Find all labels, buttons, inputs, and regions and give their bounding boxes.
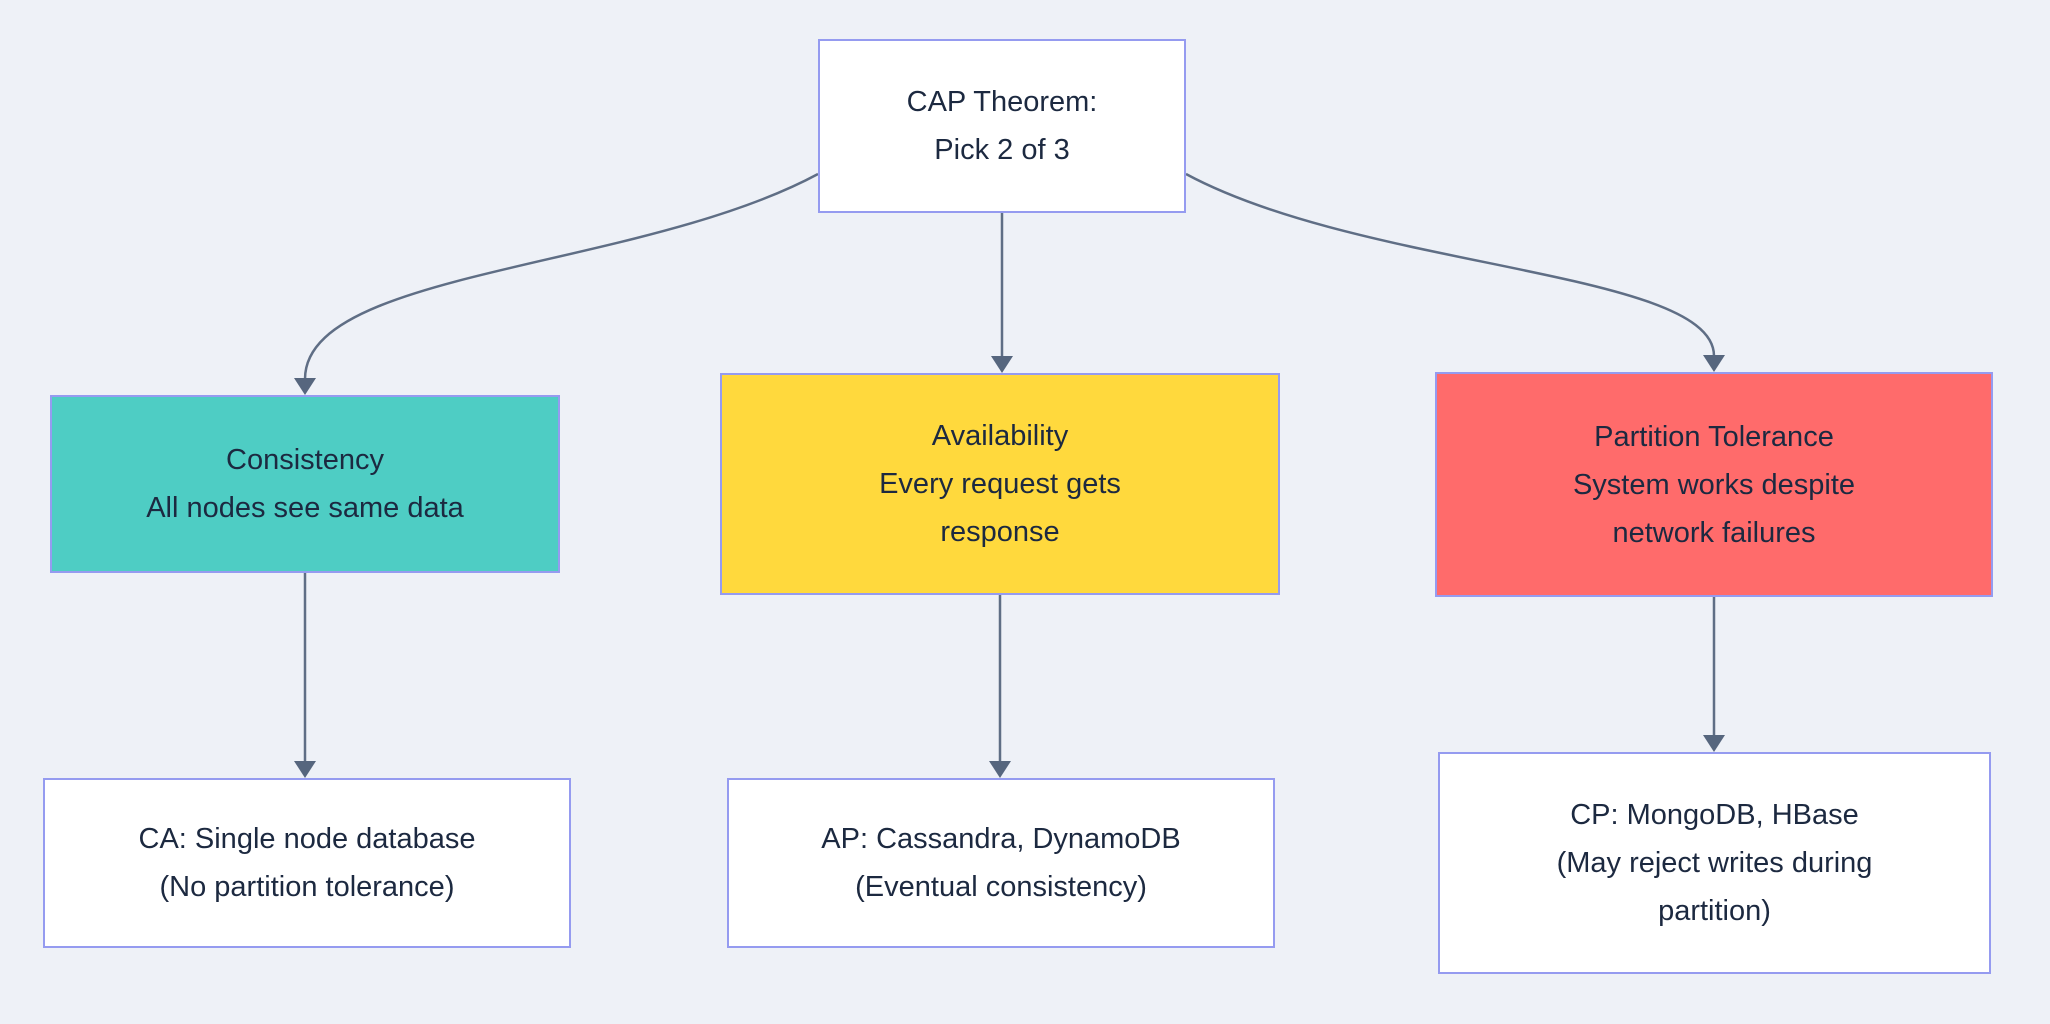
node-partition-tolerance: Partition Tolerance System works despite…	[1435, 372, 1993, 597]
node-label-line: Every request gets	[879, 468, 1121, 500]
arrowhead-cp	[1703, 735, 1725, 752]
arrowhead-availability	[991, 356, 1013, 373]
edge-root-consistency	[303, 172, 819, 380]
node-label-line: partition)	[1658, 895, 1771, 927]
node-ca-result: CA: Single node database (No partition t…	[43, 778, 571, 948]
node-label-line: (May reject writes during	[1556, 847, 1873, 879]
node-label-line: (Eventual consistency)	[855, 871, 1147, 903]
node-label-line: response	[940, 516, 1060, 548]
node-cp-result: CP: MongoDB, HBase (May reject writes du…	[1438, 752, 1991, 974]
node-label-line: All nodes see same data	[146, 492, 464, 524]
node-ap-result: AP: Cassandra, DynamoDB (Eventual consis…	[727, 778, 1275, 948]
node-label-line: CA: Single node database	[138, 823, 476, 855]
node-label-line: (No partition tolerance)	[159, 871, 455, 903]
arrowhead-ca	[294, 761, 316, 778]
edge-root-partition	[1185, 172, 1716, 357]
node-label-line: Pick 2 of 3	[934, 134, 1070, 166]
arrowhead-ap	[989, 761, 1011, 778]
arrowhead-partition	[1703, 355, 1725, 372]
node-consistency: Consistency All nodes see same data	[50, 395, 560, 573]
node-label-line: network failures	[1612, 516, 1816, 549]
node-label-line: Partition Tolerance	[1594, 420, 1834, 453]
node-label-line: CAP Theorem:	[906, 86, 1098, 118]
node-label-line: System works despite	[1572, 468, 1856, 501]
node-label-line: Availability	[931, 420, 1069, 452]
node-label-line: Consistency	[226, 444, 384, 476]
node-label-line: CP: MongoDB, HBase	[1570, 799, 1859, 831]
node-availability: Availability Every request gets response	[720, 373, 1280, 595]
arrowhead-consistency	[294, 378, 316, 395]
node-label-line: AP: Cassandra, DynamoDB	[821, 823, 1181, 855]
node-cap-theorem: CAP Theorem: Pick 2 of 3	[818, 39, 1186, 213]
